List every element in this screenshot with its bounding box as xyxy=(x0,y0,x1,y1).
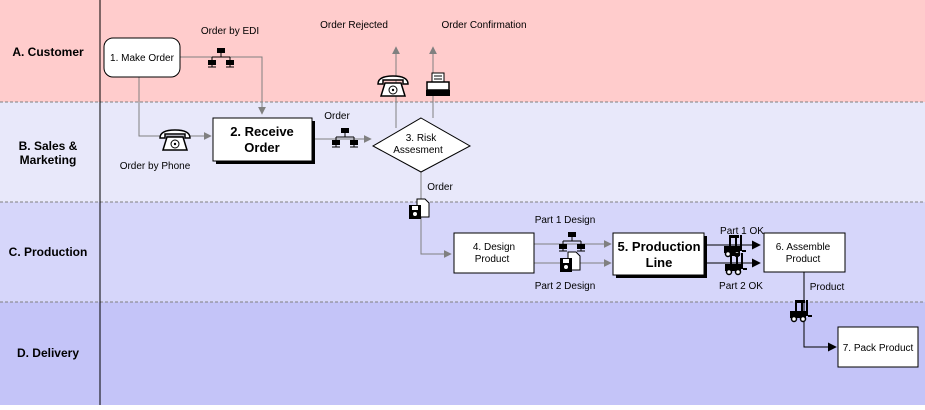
step-make-order-label: 1. Make Order xyxy=(110,53,175,64)
step-design-line1: 4. Design xyxy=(473,242,515,253)
step-production-line[interactable]: 5. Production Line xyxy=(612,232,707,278)
note-order-rejected: Order Rejected xyxy=(320,20,388,31)
lane-delivery xyxy=(0,302,925,405)
note-part1-design: Part 1 Design xyxy=(535,215,596,226)
lane-label-delivery: D. Delivery xyxy=(17,346,79,360)
step-design-line2: Product xyxy=(475,254,510,265)
step-receive-order-line1: 2. Receive xyxy=(230,124,294,139)
lane-label-sales-line1: B. Sales & xyxy=(19,139,78,153)
step-assemble-line2: Product xyxy=(786,254,821,265)
step-risk-assessment[interactable]: 3. Risk Assesment xyxy=(371,117,472,173)
note-part2-ok: Part 2 OK xyxy=(719,281,763,292)
step-production-line1: 5. Production xyxy=(617,239,700,254)
step-make-order[interactable]: 1. Make Order xyxy=(103,37,181,78)
lane-sales-marketing xyxy=(0,102,925,202)
step-assemble-line1: 6. Assemble xyxy=(776,242,831,253)
step-pack-product[interactable]: 7. Pack Product xyxy=(837,326,919,368)
step-risk-line1: 3. Risk xyxy=(406,133,438,144)
note-order-confirmation: Order Confirmation xyxy=(441,20,526,31)
step-receive-order-line2: Order xyxy=(244,140,279,155)
step-assemble-product[interactable]: 6. Assemble Product xyxy=(763,232,846,273)
note-part1-ok: Part 1 OK xyxy=(720,226,764,237)
note-part2-design: Part 2 Design xyxy=(535,281,596,292)
note-order-by-phone: Order by Phone xyxy=(120,161,191,172)
step-risk-line2: Assesment xyxy=(393,145,443,156)
note-order-top: Order xyxy=(324,111,350,122)
note-order-bottom: Order xyxy=(427,182,453,193)
lane-label-customer: A. Customer xyxy=(12,45,84,59)
step-pack-label: 7. Pack Product xyxy=(843,343,914,354)
step-production-line2: Line xyxy=(646,255,673,270)
note-product: Product xyxy=(810,282,845,293)
step-design-product[interactable]: 4. Design Product xyxy=(453,232,535,274)
lane-label-sales-line2: Marketing xyxy=(20,153,77,167)
lane-label-production: C. Production xyxy=(9,245,88,259)
step-receive-order[interactable]: 2. Receive Order xyxy=(212,117,315,164)
note-order-by-edi: Order by EDI xyxy=(201,26,259,37)
